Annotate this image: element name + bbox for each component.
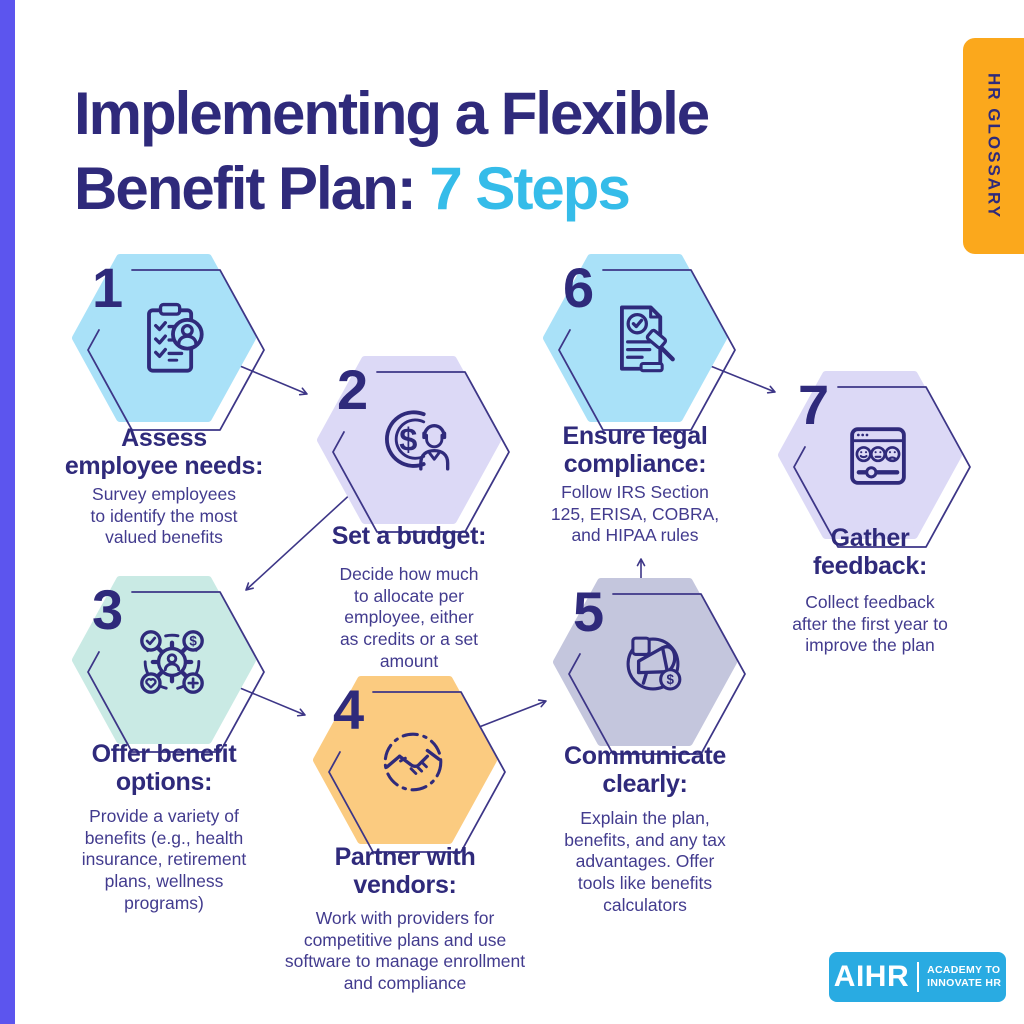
title-line-1: Implementing a Flexible bbox=[74, 80, 710, 147]
coin-person-icon: $ bbox=[385, 410, 450, 471]
aihr-logo-text: AIHR bbox=[833, 960, 910, 993]
title-line-2: Benefit Plan: 7 Steps bbox=[74, 155, 631, 222]
step-number: 1 bbox=[92, 256, 124, 319]
hr-glossary-badge: HR GLOSSARY bbox=[963, 38, 1024, 254]
clipboard-survey-icon bbox=[147, 302, 204, 373]
page-title: Implementing a Flexible Benefit Plan: 7 … bbox=[74, 76, 710, 226]
step-2-hexagon: 2 $ bbox=[313, 354, 517, 550]
svg-text:$: $ bbox=[399, 422, 417, 458]
step-6-hexagon: 6 bbox=[539, 252, 743, 448]
step-7-hexagon: 7 bbox=[774, 369, 978, 565]
svg-text:$: $ bbox=[189, 634, 197, 649]
title-highlight: 7 Steps bbox=[429, 155, 630, 222]
step-1-hexagon: 1 bbox=[68, 252, 272, 448]
step-number: 5 bbox=[573, 580, 605, 643]
step-4-hexagon: 4 bbox=[309, 674, 513, 870]
megaphone-icon: $ bbox=[626, 636, 682, 691]
step-number: 3 bbox=[92, 578, 124, 641]
step-number: 6 bbox=[563, 256, 595, 319]
svg-text:$: $ bbox=[667, 672, 675, 687]
gear-benefits-icon: $ bbox=[140, 630, 204, 694]
hexagon-shape bbox=[543, 254, 736, 431]
step-number: 4 bbox=[333, 678, 365, 741]
step-number: 2 bbox=[337, 358, 369, 421]
step-number: 7 bbox=[798, 373, 830, 436]
feedback-slider-icon bbox=[850, 427, 906, 485]
step-3-hexagon: 3 $ bbox=[68, 574, 272, 770]
legal-gavel-icon bbox=[620, 305, 675, 373]
step-5-hexagon: 5 $ bbox=[549, 576, 753, 772]
step-title: Set a budget: bbox=[331, 522, 487, 550]
handshake-icon bbox=[383, 732, 443, 792]
logo-divider bbox=[917, 962, 920, 992]
logo-tagline: ACADEMY TO INNOVATE HR bbox=[927, 963, 1002, 989]
hr-glossary-label: HR GLOSSARY bbox=[984, 72, 1004, 220]
aihr-logo: AIHR ACADEMY TO INNOVATE HR bbox=[829, 952, 1006, 1002]
left-accent-bar bbox=[0, 0, 15, 1024]
hexagon-shape bbox=[317, 356, 510, 533]
